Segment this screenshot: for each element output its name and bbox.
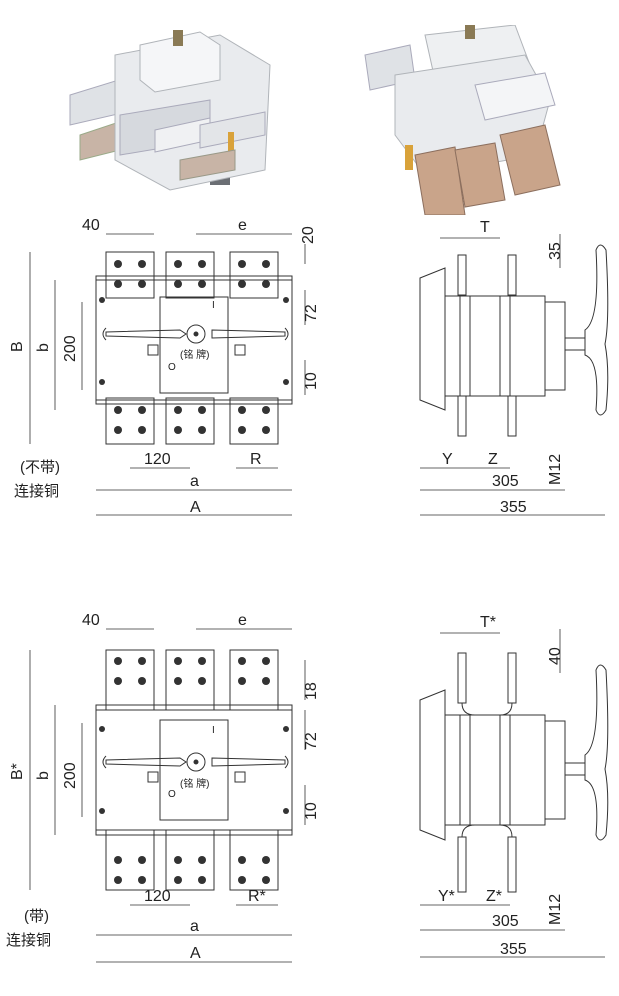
dim-40: 40 [82, 612, 100, 629]
dim-200: 200 [62, 335, 79, 362]
symbol-on: I [212, 300, 215, 311]
dim-A: A [190, 499, 201, 516]
dim-b: b [35, 343, 52, 352]
dim-A: A [190, 945, 201, 962]
symbol-on: I [212, 725, 215, 736]
dim-B: B [9, 341, 26, 352]
note-line1: (带) [24, 908, 49, 925]
dim-20: 20 [300, 226, 317, 244]
dim-200: 200 [62, 762, 79, 789]
note-line2: 连接铜 [6, 932, 51, 949]
side-dim-355: 355 [500, 941, 527, 958]
nameplate-label: (铭 牌) [180, 348, 209, 361]
symbol-off: O [168, 362, 176, 373]
side-dim-35: 35 [547, 242, 564, 260]
dim-R: R* [248, 888, 266, 905]
dim-B: B* [9, 763, 26, 780]
side-view-without-copper: T 35 Y Z M12 305 355 [419, 219, 609, 516]
side-dim-40: 40 [547, 647, 564, 665]
dim-a: a [190, 473, 199, 490]
symbol-off: O [168, 789, 176, 800]
dim-120: 120 [144, 451, 171, 468]
side-dim-305: 305 [492, 473, 519, 490]
side-dim-305: 305 [492, 913, 519, 930]
dim-120: 120 [144, 888, 171, 905]
front-view-without-copper: 40 e 20 72 10 B b 200 120 R a A (铭 牌) I … [9, 217, 320, 516]
nameplate-label: (铭 牌) [180, 777, 209, 790]
note-line1: (不带) [20, 459, 60, 476]
side-dim-Y: Y* [438, 888, 455, 905]
dim-b: b [35, 771, 52, 780]
side-dim-M12: M12 [547, 454, 564, 485]
dim-72: 72 [303, 732, 320, 750]
side-dim-M12: M12 [547, 894, 564, 925]
side-dim-Z: Z [488, 451, 498, 468]
dim-R: R [250, 451, 262, 468]
dim-72: 72 [303, 304, 320, 322]
product-photo-right [364, 25, 561, 215]
dim-10: 10 [303, 372, 320, 390]
dim-10: 10 [303, 802, 320, 820]
dim-40: 40 [82, 217, 100, 234]
side-dim-T: T* [480, 614, 496, 631]
side-dim-355: 355 [500, 499, 527, 516]
side-dim-Z: Z* [486, 888, 502, 905]
dim-e: e [238, 217, 247, 234]
dim-e: e [238, 612, 247, 629]
side-dim-T: T [480, 219, 490, 236]
dim-18: 18 [303, 682, 320, 700]
product-photo-left [69, 30, 271, 191]
dim-a: a [190, 918, 199, 935]
note-line2: 连接铜 [14, 483, 59, 500]
side-dim-Y: Y [442, 451, 453, 468]
front-view-with-copper: 40 e 18 72 10 B* b 200 120 R* a A (铭 牌) … [6, 612, 320, 963]
side-view-with-copper: T* 40 Y* Z* M12 305 355 [419, 614, 609, 958]
